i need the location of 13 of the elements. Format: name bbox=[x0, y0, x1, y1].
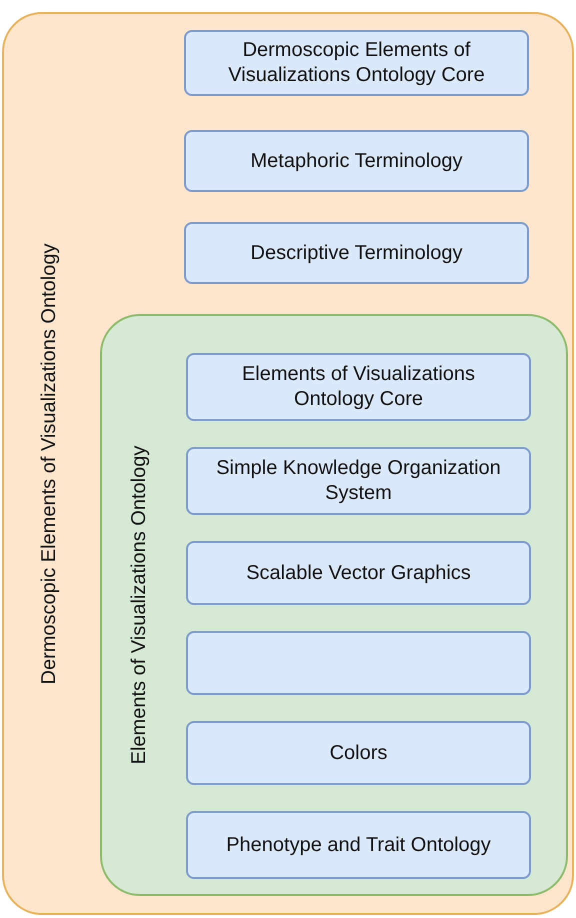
group-panel bbox=[2, 12, 574, 915]
component-box: Scalable Vector Graphics bbox=[186, 541, 531, 605]
group-title: Elements of Visualizations Ontology bbox=[128, 446, 151, 764]
component-box: Metaphoric Terminology bbox=[184, 130, 529, 192]
component-box: Elements of Visualizations Ontology Core bbox=[186, 353, 531, 421]
component-box: Descriptive Terminology bbox=[184, 222, 529, 284]
group-panel bbox=[100, 314, 568, 896]
component-box: Colors bbox=[186, 721, 531, 785]
empty-box bbox=[186, 631, 531, 695]
component-box: Dermoscopic Elements of Visualizations Ontology Core bbox=[184, 30, 529, 96]
component-box: Simple Knowledge Organization System bbox=[186, 447, 531, 515]
component-box: Phenotype and Trait Ontology bbox=[186, 811, 531, 879]
group-title: Dermoscopic Elements of Visualizations Ontology bbox=[38, 243, 61, 684]
